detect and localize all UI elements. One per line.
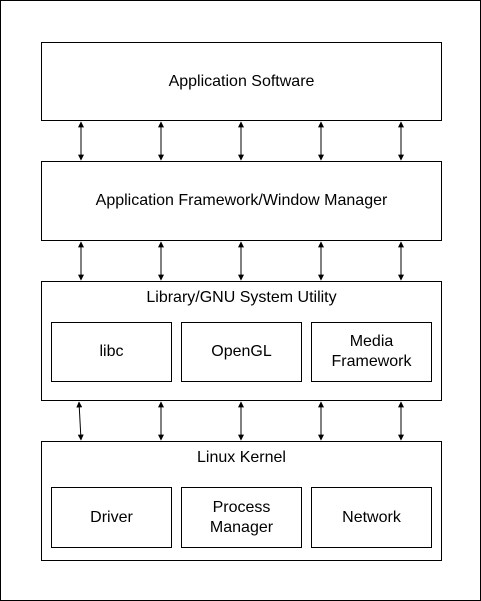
bidirectional-arrow-3-1: [76, 401, 84, 441]
linux-kernel-layer-title: Linux Kernel: [197, 449, 286, 466]
media-framework-label: Media Framework: [331, 333, 412, 370]
opengl-component: OpenGL: [181, 322, 302, 382]
application-software-label: Application Software: [168, 72, 315, 90]
process-manager-component: Process Manager: [181, 487, 302, 548]
library-layer-title: Library/GNU System Utility: [146, 289, 337, 306]
application-software-layer: Application Software: [41, 42, 442, 121]
media-framework-component: Media Framework: [311, 322, 432, 382]
application-framework-layer: Application Framework/Window Manager: [41, 161, 442, 241]
network-component: Network: [311, 487, 432, 548]
driver-component: Driver: [51, 487, 172, 548]
driver-label: Driver: [90, 508, 133, 526]
application-framework-label: Application Framework/Window Manager: [95, 192, 388, 209]
libc-component: libc: [51, 322, 172, 382]
process-manager-label: Process Manager: [209, 498, 274, 536]
network-label: Network: [342, 508, 401, 526]
libc-label: libc: [99, 343, 124, 360]
opengl-label: OpenGL: [211, 343, 272, 360]
